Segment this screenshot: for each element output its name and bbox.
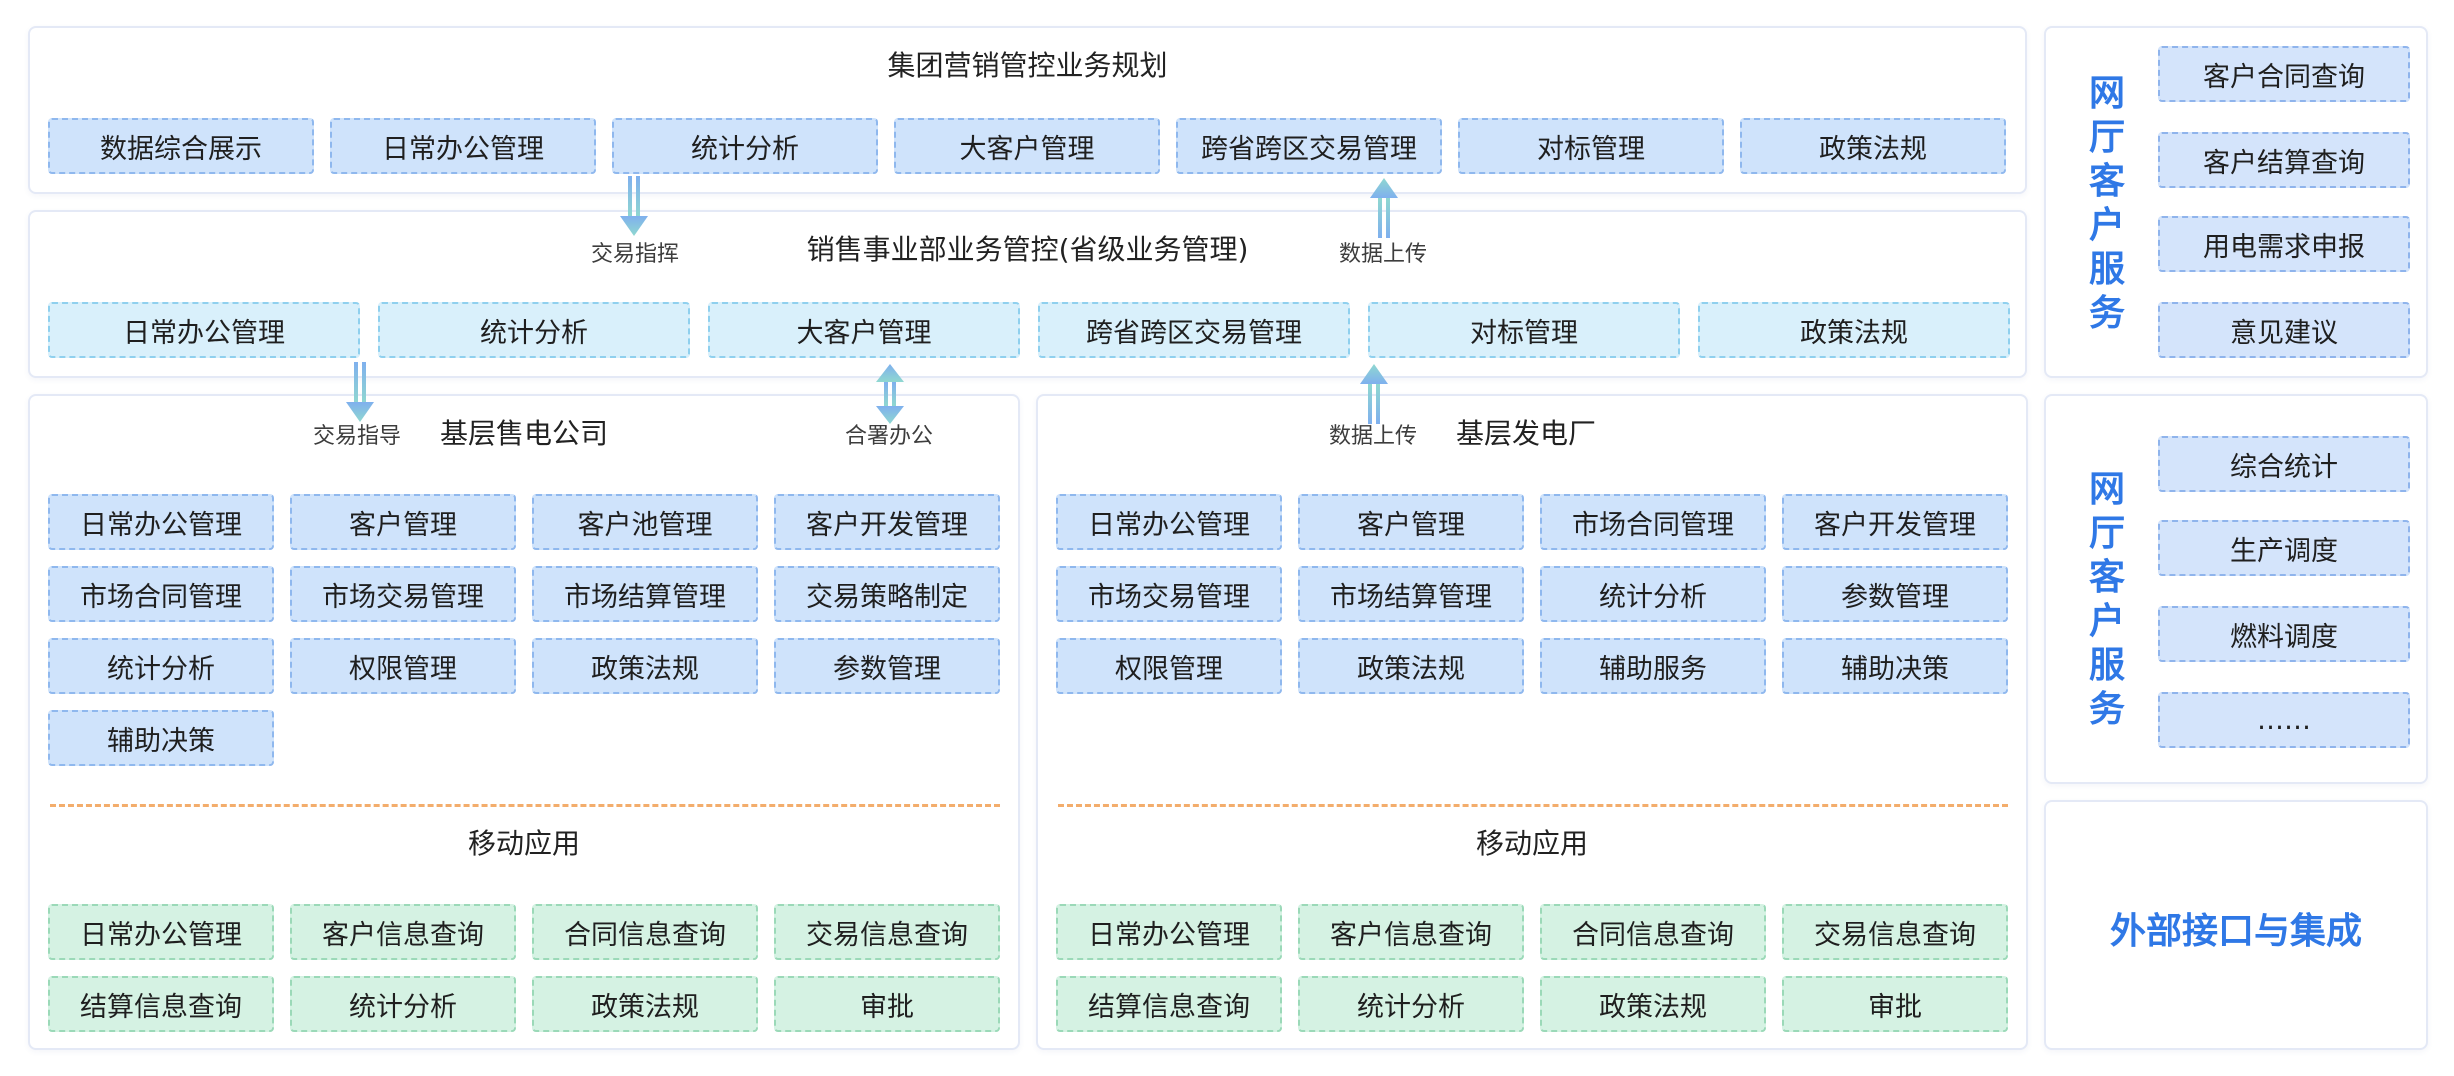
top-item-office[interactable]: 日常办公管理 (330, 118, 596, 174)
right-mobile-settle-query[interactable]: 结算信息查询 (1056, 976, 1282, 1032)
left-mobile-title: 移动应用 (467, 827, 580, 860)
mid-item-key-accounts[interactable]: 大客户管理 (708, 302, 1020, 358)
right-item-decision[interactable]: 辅助决策 (1782, 638, 2008, 694)
trade-guide-label: 交易指导 (312, 424, 401, 449)
right-item-aux-service[interactable]: 辅助服务 (1540, 638, 1766, 694)
joint-office-label: 合署办公 (844, 424, 933, 449)
retail-company-title: 基层售电公司 (440, 417, 609, 450)
top-item-cross-region[interactable]: 跨省跨区交易管理 (1176, 118, 1442, 174)
mid-item-policy[interactable]: 政策法规 (1698, 302, 2010, 358)
right-mobile-title: 移动应用 (1475, 827, 1588, 860)
right-item-office[interactable]: 日常办公管理 (1056, 494, 1282, 550)
left-item-trade-strategy[interactable]: 交易策略制定 (774, 566, 1000, 622)
left-item-market-trade[interactable]: 市场交易管理 (290, 566, 516, 622)
right-separator (1058, 804, 2008, 807)
online-service-panel-1: 网 厅 客 户 服 务 客户合同查询 客户结算查询 用电需求申报 意见建议 (2044, 26, 2428, 378)
side-comprehensive-stats[interactable]: 综合统计 (2158, 436, 2410, 492)
right-item-market-settle[interactable]: 市场结算管理 (1298, 566, 1524, 622)
left-item-market-settle[interactable]: 市场结算管理 (532, 566, 758, 622)
right-item-policy[interactable]: 政策法规 (1298, 638, 1524, 694)
top-item-policy[interactable]: 政策法规 (1740, 118, 2006, 174)
external-interface-panel: 外部接口与集成 (2044, 800, 2428, 1050)
left-mobile-policy[interactable]: 政策法规 (532, 976, 758, 1032)
right-item-permission[interactable]: 权限管理 (1056, 638, 1282, 694)
left-item-parameter[interactable]: 参数管理 (774, 638, 1000, 694)
mid-item-benchmark[interactable]: 对标管理 (1368, 302, 1680, 358)
top-item-data-display[interactable]: 数据综合展示 (48, 118, 314, 174)
left-item-permission[interactable]: 权限管理 (290, 638, 516, 694)
external-interface-title[interactable]: 外部接口与集成 (2109, 911, 2362, 952)
side-more[interactable]: …… (2158, 692, 2410, 748)
online-service-title-2: 网 厅 客 户 服 务 (2088, 469, 2125, 730)
right-item-statistics[interactable]: 统计分析 (1540, 566, 1766, 622)
right-mobile-customer-query[interactable]: 客户信息查询 (1298, 904, 1524, 960)
right-mobile-approval[interactable]: 审批 (1782, 976, 2008, 1032)
down-arrow-icon (620, 176, 648, 236)
right-mobile-contract-query[interactable]: 合同信息查询 (1540, 904, 1766, 960)
side-feedback[interactable]: 意见建议 (2158, 302, 2410, 358)
power-plant-title: 基层发电厂 (1456, 417, 1597, 450)
right-item-customer[interactable]: 客户管理 (1298, 494, 1524, 550)
left-mobile-statistics[interactable]: 统计分析 (290, 976, 516, 1032)
side-settle-query[interactable]: 客户结算查询 (2158, 132, 2410, 188)
left-separator (50, 804, 1000, 807)
right-mobile-policy[interactable]: 政策法规 (1540, 976, 1766, 1032)
right-mobile-statistics[interactable]: 统计分析 (1298, 976, 1524, 1032)
online-service-title-1: 网 厅 客 户 服 务 (2088, 73, 2125, 334)
left-mobile-trade-query[interactable]: 交易信息查询 (774, 904, 1000, 960)
right-item-parameter[interactable]: 参数管理 (1782, 566, 2008, 622)
right-mobile-office[interactable]: 日常办公管理 (1056, 904, 1282, 960)
left-item-customer-dev[interactable]: 客户开发管理 (774, 494, 1000, 550)
left-item-market-contract[interactable]: 市场合同管理 (48, 566, 274, 622)
command-trading-label: 交易指挥 (590, 242, 679, 267)
top-item-key-accounts[interactable]: 大客户管理 (894, 118, 1160, 174)
sales-division-panel: 销售事业部业务管控(省级业务管理) 日常办公管理 统计分析 大客户管理 跨省跨区… (28, 210, 2027, 378)
data-upload-label-plant: 数据上传 (1328, 424, 1417, 449)
mid-item-cross-region[interactable]: 跨省跨区交易管理 (1038, 302, 1350, 358)
top-item-benchmark[interactable]: 对标管理 (1458, 118, 1724, 174)
left-item-decision[interactable]: 辅助决策 (48, 710, 274, 766)
left-mobile-approval[interactable]: 审批 (774, 976, 1000, 1032)
data-upload-label-top: 数据上传 (1338, 242, 1427, 267)
right-item-market-trade[interactable]: 市场交易管理 (1056, 566, 1282, 622)
right-item-market-contract[interactable]: 市场合同管理 (1540, 494, 1766, 550)
upload-up-arrow-icon (1360, 364, 1388, 424)
mid-item-statistics[interactable]: 统计分析 (378, 302, 690, 358)
up-arrow-icon (1370, 178, 1398, 238)
group-planning-panel: 集团营销管控业务规划 数据综合展示 日常办公管理 统计分析 大客户管理 跨省跨区… (28, 26, 2027, 194)
left-mobile-office[interactable]: 日常办公管理 (48, 904, 274, 960)
left-item-customer[interactable]: 客户管理 (290, 494, 516, 550)
side-contract-query[interactable]: 客户合同查询 (2158, 46, 2410, 102)
left-item-customer-pool[interactable]: 客户池管理 (532, 494, 758, 550)
top-item-statistics[interactable]: 统计分析 (612, 118, 878, 174)
left-item-statistics[interactable]: 统计分析 (48, 638, 274, 694)
left-item-office[interactable]: 日常办公管理 (48, 494, 274, 550)
sales-division-title: 销售事业部业务管控(省级业务管理) (806, 233, 1249, 266)
left-mobile-customer-query[interactable]: 客户信息查询 (290, 904, 516, 960)
bidirectional-arrow-icon (876, 364, 904, 424)
online-service-panel-2: 网 厅 客 户 服 务 综合统计 生产调度 燃料调度 …… (2044, 394, 2428, 784)
right-mobile-trade-query[interactable]: 交易信息查询 (1782, 904, 2008, 960)
mid-item-office[interactable]: 日常办公管理 (48, 302, 360, 358)
right-item-customer-dev[interactable]: 客户开发管理 (1782, 494, 2008, 550)
left-mobile-settle-query[interactable]: 结算信息查询 (48, 976, 274, 1032)
left-mobile-contract-query[interactable]: 合同信息查询 (532, 904, 758, 960)
guide-down-arrow-icon (346, 362, 374, 422)
side-production-dispatch[interactable]: 生产调度 (2158, 520, 2410, 576)
left-item-policy[interactable]: 政策法规 (532, 638, 758, 694)
retail-company-panel: 基层售电公司 日常办公管理 客户管理 客户池管理 客户开发管理 市场合同管理 市… (28, 394, 1020, 1050)
side-demand-declare[interactable]: 用电需求申报 (2158, 216, 2410, 272)
power-plant-panel: 基层发电厂 日常办公管理 客户管理 市场合同管理 客户开发管理 市场交易管理 市… (1036, 394, 2028, 1050)
side-fuel-dispatch[interactable]: 燃料调度 (2158, 606, 2410, 662)
group-planning-title: 集团营销管控业务规划 (887, 49, 1168, 82)
